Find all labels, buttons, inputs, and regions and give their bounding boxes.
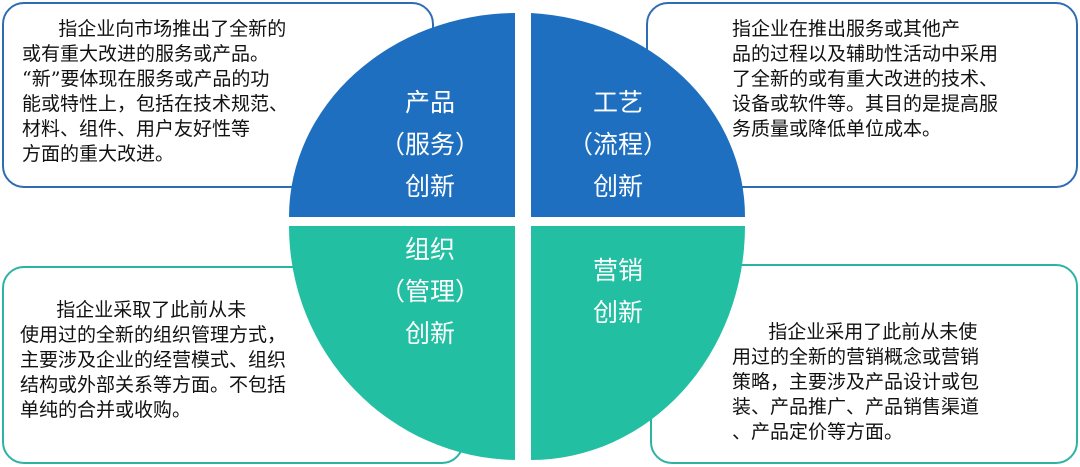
product-innovation-label: 产品 （服务） 创新: [379, 88, 480, 201]
product-description: 指企业向市场推出了全新的 或有重大改进的服务或产品。 “新”要体现在服务或产品的…: [22, 18, 289, 165]
organization-quadrant: [288, 226, 515, 460]
marketing-quadrant: [531, 226, 745, 460]
organization-innovation-label: 组织 （管理） 创新: [379, 235, 480, 348]
process-quadrant: [531, 13, 746, 217]
product-quadrant: [289, 13, 515, 217]
process-description: 指企业在推出服务或其他产 品的过程以及辅助性活动中采用 了全新的或有重大改进的技…: [732, 18, 999, 140]
marketing-description: 指企业采用了此前从未使 用过的全新的营销概念或营销 策略，主要涉及产品设计或包 …: [732, 321, 980, 443]
organization-description: 指企业采取了此前从未 使用过的全新的组织管理方式， 主要涉及企业的经营模式、组织…: [20, 299, 287, 421]
process-innovation-label: 工艺 （流程） 创新: [567, 88, 668, 201]
marketing-innovation-label: 营销 创新: [592, 256, 643, 327]
